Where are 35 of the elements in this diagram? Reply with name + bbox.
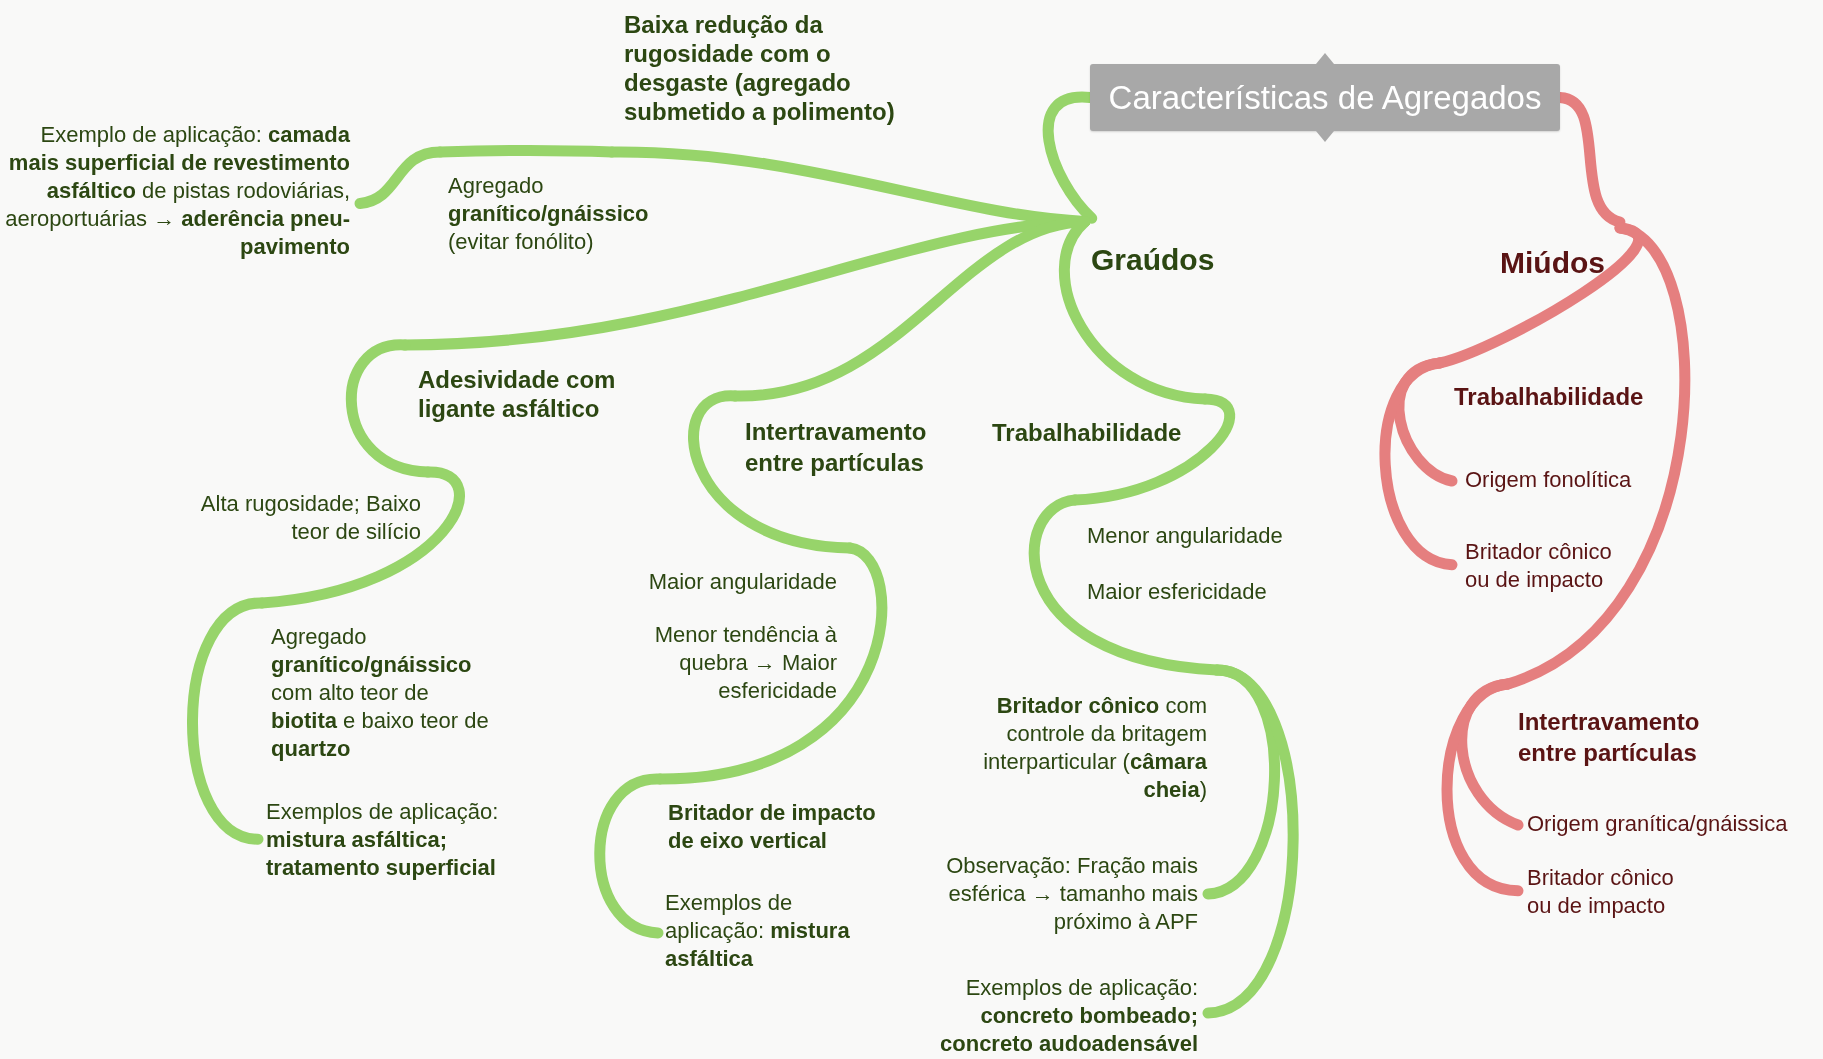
- note-text: Maior esfericidade: [1087, 578, 1267, 606]
- note-text: Alta rugosidade; Baixo teor de silício: [199, 490, 421, 546]
- branch-line: [594, 773, 666, 939]
- branch-line: [1393, 357, 1458, 487]
- note-text: Exemplos de aplicação: mistura asfáltica: [665, 889, 851, 973]
- topic-label: Trabalhabilidade: [992, 419, 1182, 447]
- branch-line: [1441, 678, 1524, 897]
- branch-line: [1202, 664, 1299, 1019]
- topic-label: Intertravamento entre partículas: [745, 417, 928, 478]
- topic-label: Miúdos: [1500, 246, 1605, 280]
- topic-label: Britador de impacto de eixo vertical: [668, 799, 877, 855]
- note-text: Britador cônico ou de impacto: [1527, 864, 1675, 920]
- topic-label: Baixa redução da rugosidade com o desgaste (agregado submetido a polimento): [624, 10, 896, 126]
- branch-line: [354, 146, 446, 209]
- note-text: Agregado granítico/gnáissico (evitar fonólito): [448, 172, 650, 256]
- note-text: Menor tendência à quebra → Maior esfericidade: [653, 621, 837, 705]
- topic-label: Intertravamento entre partículas: [1518, 707, 1701, 768]
- branch-line: [1042, 92, 1098, 224]
- note-text: Exemplo de aplicação: camada mais superficial de revestimento asfáltico de pistas rodoviárias, aeroportuárias → aderência pneu-pavimento: [4, 121, 350, 261]
- topic-label: Graúdos: [1091, 243, 1215, 277]
- note-text: Exemplos de aplicação: concreto bombeado; concreto audoadensável: [939, 974, 1198, 1058]
- topic-label: Trabalhabilidade: [1454, 383, 1644, 411]
- note-text: Origem granítica/gnáissica: [1527, 810, 1788, 838]
- note-text: Agregado granítico/gnáissico com alto teor de biotita e baixo teor de quartzo: [271, 623, 490, 763]
- branch-line: [1379, 357, 1458, 571]
- note-text: Exemplos de aplicação: mistura asfáltica; tratamento superficial: [266, 798, 500, 882]
- note-text: Observação: Fração mais esférica → tamanho mais próximo à APF: [945, 852, 1198, 936]
- central-topic: Características de Agregados: [1108, 78, 1542, 117]
- note-text: Origem fonolítica: [1465, 466, 1632, 494]
- note-text: Maior angularidade: [648, 568, 837, 596]
- branch-line: [1456, 678, 1524, 831]
- note-text: Britador cônico ou de impacto: [1465, 538, 1613, 594]
- topic-label: Adesividade com ligante asfáltico: [418, 365, 617, 423]
- note-text: Menor angularidade: [1087, 522, 1283, 550]
- note-text: Britador cônico com controle da britagem interparticular (câmara cheia): [982, 692, 1207, 804]
